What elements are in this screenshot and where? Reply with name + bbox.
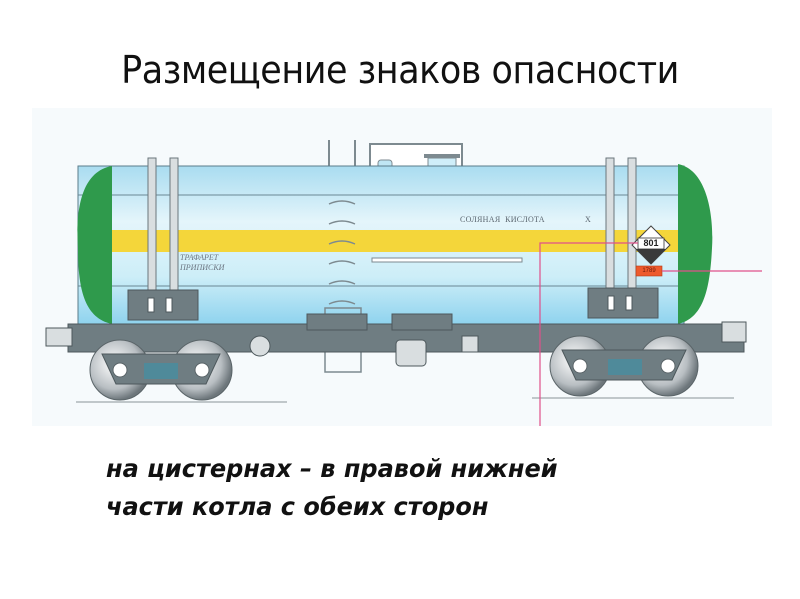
left-end-cap — [77, 166, 112, 324]
cargo-mark: X — [585, 215, 591, 224]
hazard-sign-code: 801 — [643, 238, 659, 248]
tank-car-illustration: СОЛЯНАЯ КИСЛОТА X ТРАФАРЕТ ПРИПИСКИ 801 … — [32, 108, 772, 426]
left-bogie — [89, 339, 233, 401]
slide-title: Размещение знаков опасности — [121, 48, 679, 92]
right-end-cap — [678, 164, 713, 324]
caption-line-2: части котла с обеих сторон — [106, 492, 489, 521]
yellow-band — [78, 230, 684, 252]
stencil-label-line1: ТРАФАРЕТ — [180, 253, 219, 262]
stencil-label-line2: ПРИПИСКИ — [180, 263, 225, 272]
right-bogie — [549, 335, 699, 397]
caption-line-1: на цистернах – в правой нижней — [106, 454, 558, 483]
underframe — [45, 313, 747, 367]
cargo-label: СОЛЯНАЯ КИСЛОТА — [460, 215, 545, 224]
caption: на цистернах – в правой нижней части кот… — [106, 450, 558, 526]
hazard-sign — [631, 225, 671, 265]
un-number-plate: 1789 — [642, 268, 656, 274]
